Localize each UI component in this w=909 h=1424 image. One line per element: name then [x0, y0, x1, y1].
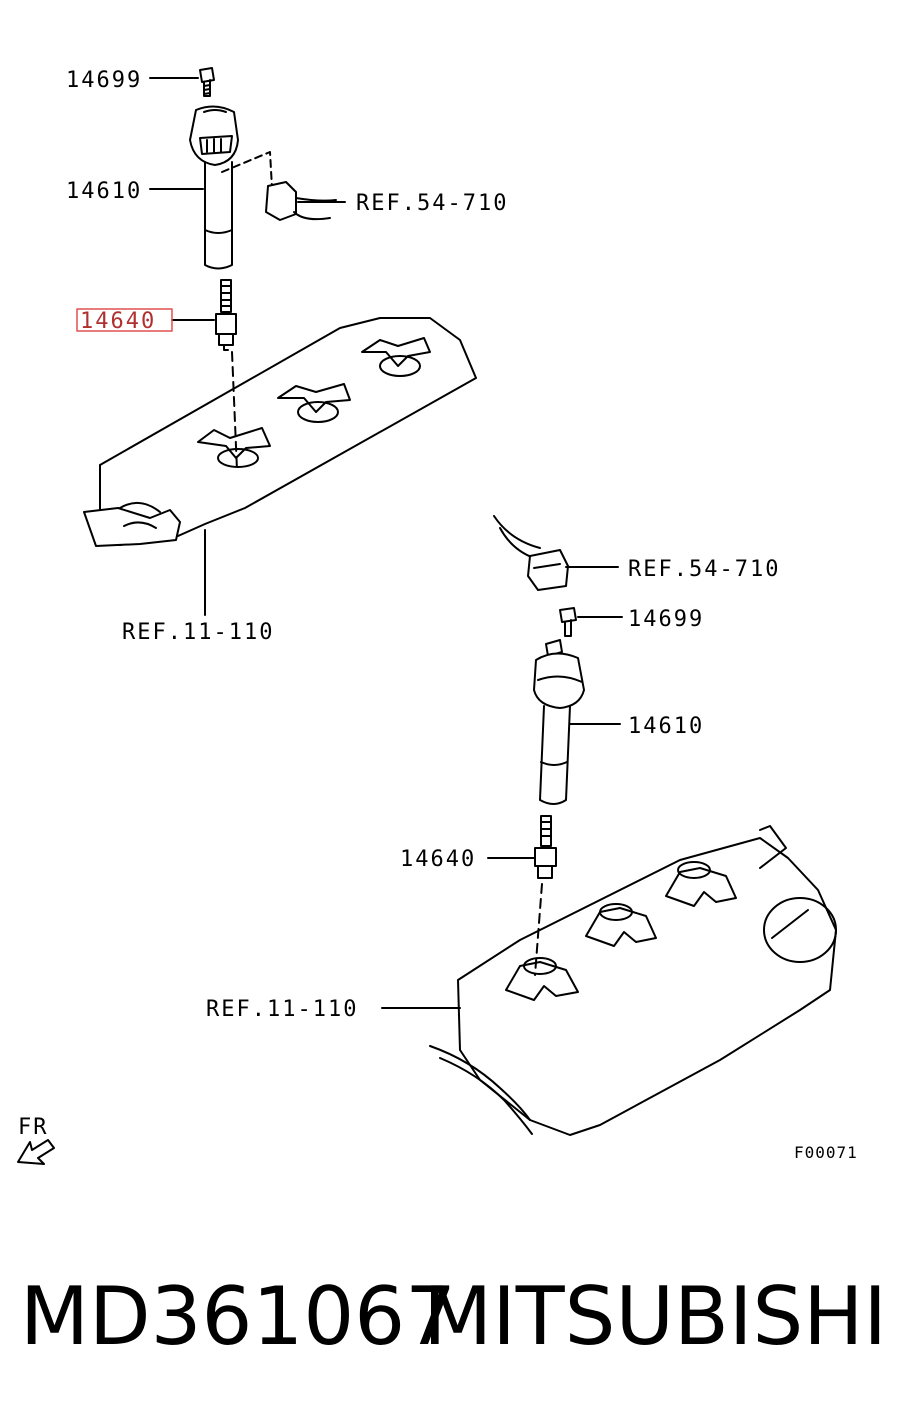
spark-plug-bottom — [534, 815, 557, 879]
footer: MD361067 MITSUBISHI — [0, 1262, 909, 1372]
label-ref-cover-bottom: REF.11-110 — [206, 997, 358, 1022]
bolt-top — [199, 67, 215, 97]
label-figure-code: F00071 — [794, 1143, 858, 1162]
label-ref-connector-top: REF.54-710 — [356, 191, 508, 216]
brand-name: MITSUBISHI — [423, 1270, 887, 1363]
connector-top — [265, 181, 337, 221]
label-coil-bottom: 14610 — [628, 714, 704, 739]
valve-cover-top — [83, 317, 477, 547]
spark-plug-top — [215, 279, 237, 351]
parts-diagram: 14699 14610 REF.54-710 14640 REF.11-110 … — [17, 67, 858, 1165]
ignition-coil-bottom — [533, 639, 585, 805]
part-number: MD361067 — [20, 1270, 457, 1363]
label-bolt-bottom: 14699 — [628, 607, 704, 632]
label-spark-plug-bottom: 14640 — [400, 847, 476, 872]
ignition-coil-top — [189, 105, 239, 270]
valve-cover-bottom — [429, 825, 837, 1136]
label-coil-top: 14610 — [66, 179, 142, 204]
connector-bottom — [493, 515, 569, 591]
label-ref-connector-bottom: REF.54-710 — [628, 557, 780, 582]
highlight-box — [76, 308, 173, 332]
bolt-bottom — [559, 607, 577, 637]
label-direction: FR — [18, 1115, 49, 1140]
label-spark-plug-top: 14640 — [80, 309, 156, 334]
label-ref-cover-top: REF.11-110 — [122, 620, 274, 645]
label-bolt-top: 14699 — [66, 68, 142, 93]
front-direction-arrow-icon — [17, 1139, 55, 1165]
